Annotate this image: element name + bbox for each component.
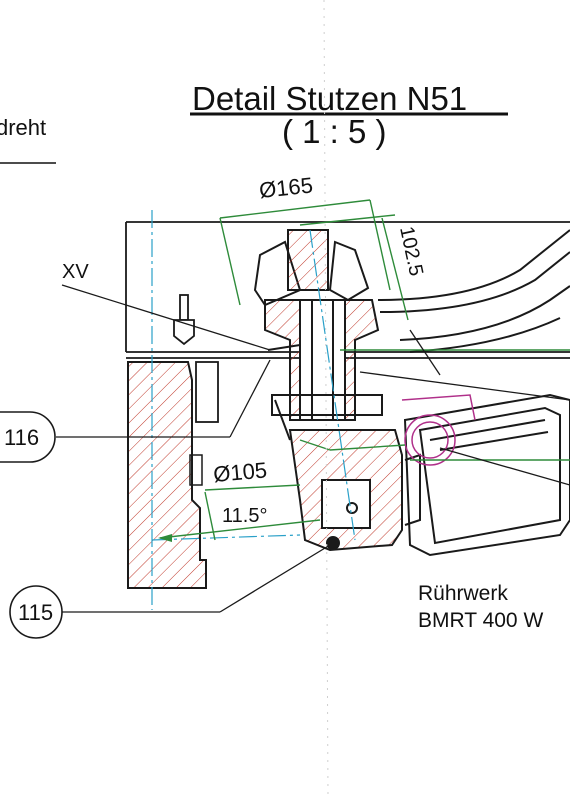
label-ruehrwerk: Rührwerk	[418, 582, 508, 605]
left-wall-section	[127, 361, 219, 589]
leader-lines	[53, 284, 570, 613]
label-xv: XV	[62, 261, 89, 283]
dimension-angle: 11.5°	[222, 505, 267, 527]
dimension-lines	[159, 199, 570, 541]
highlight-marker	[401, 394, 476, 466]
balloon-116: 116	[0, 411, 56, 463]
centerlines	[151, 210, 356, 610]
stirrer-unit	[403, 393, 570, 557]
nozzle-assembly	[253, 229, 403, 552]
balloon-115: 115	[9, 585, 63, 639]
balloon-115-text: 115	[18, 600, 53, 625]
dimension-diameter-165: Ø165	[258, 172, 314, 202]
balloon-116-text: 116	[4, 425, 39, 450]
dimension-102-5: 102.5	[395, 224, 427, 278]
drawing-scale: ( 1 : 5 )	[282, 113, 387, 150]
label-bmrt: BMRT 400 W	[418, 609, 543, 632]
sensor-spike	[173, 294, 195, 346]
left-fragment-text: dreht	[0, 115, 46, 140]
dimension-diameter-105: Ø105	[212, 457, 268, 487]
drawing-title: Detail Stutzen N51	[192, 80, 467, 117]
dimension-arrow	[158, 534, 172, 542]
